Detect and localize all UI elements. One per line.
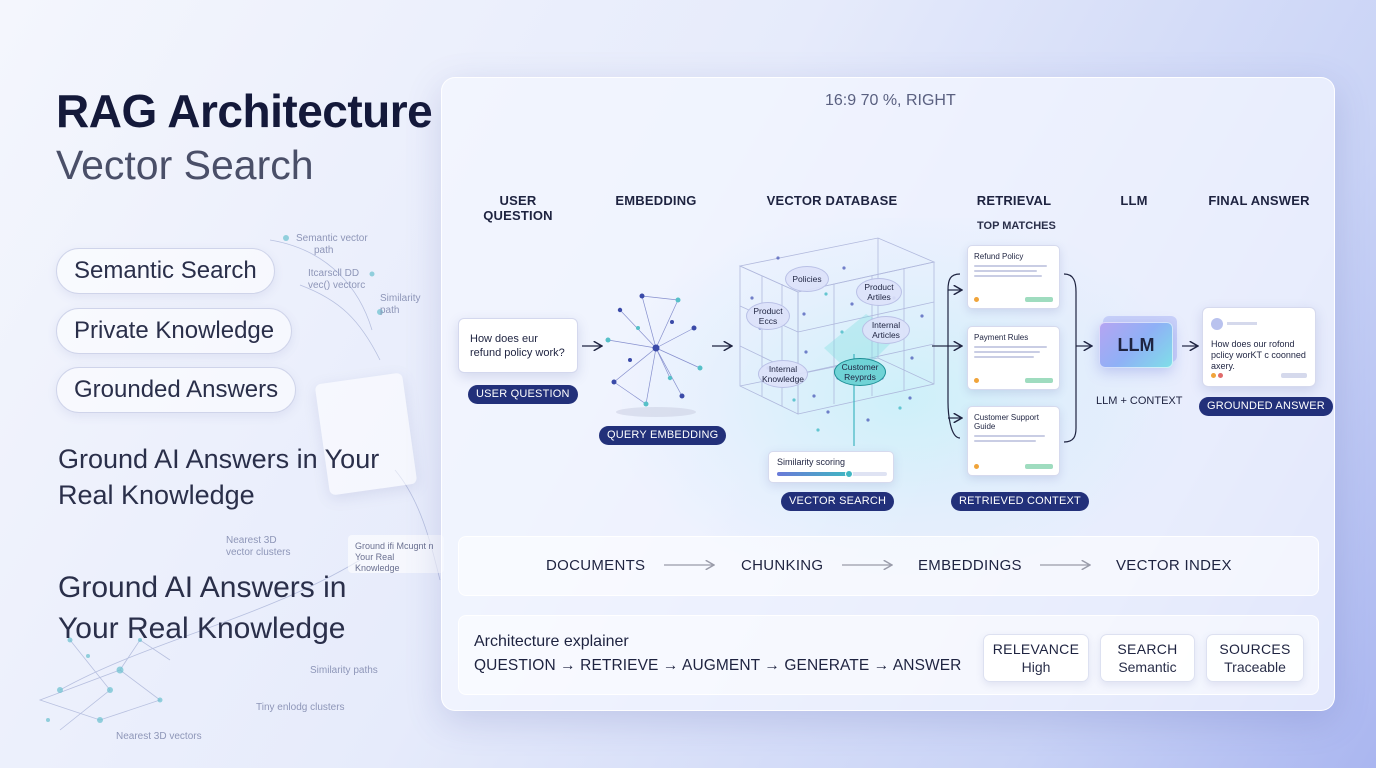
metric-value: Semantic [1118,659,1177,675]
stage-vector-database: VECTOR DATABASE [766,193,898,208]
similarity-bar-fill [777,472,849,476]
feature-pill-grounded-answers: Grounded Answers [56,367,297,413]
top-matches-label: TOP MATCHES [977,220,1056,232]
stage-final-answer: FINAL ANSWER [1208,193,1310,208]
bracket-to-docs [932,273,962,439]
answer-text: How does our rofond pclicy worKT c coonn… [1211,339,1306,371]
metric-label: SOURCES [1219,641,1291,657]
badge-retrieved-context: RETRIEVED CONTEXT [951,492,1089,511]
similarity-scoring-card: Similarity scoring [768,451,894,483]
similarity-label: Similarity scoring [777,457,846,467]
metric-value: Traceable [1224,659,1286,675]
metric-search: SEARCH Semantic [1100,634,1195,682]
cube-node-customer-reyprds: Customer Reyprds [834,358,886,386]
explainer-flow: QUESTION → RETRIEVE → AUGMENT → GENERATE… [474,657,962,674]
user-question-card: How does eur refund policy work? [458,318,578,373]
doc-title: Refund Policy [974,252,1024,261]
badge-user-question: USER QUESTION [468,385,578,404]
metric-label: SEARCH [1117,641,1178,657]
badge-query-embedding: QUERY EMBEDDING [599,426,727,445]
pipeline-step-embeddings: EMBEDDINGS [918,557,1022,574]
bg-label: Tiny enlodg clusters [256,702,345,713]
stage-retrieval: RETRIEVAL [976,193,1052,208]
ratio-label: 16:9 70 %, RIGHT [825,92,956,109]
retrieved-doc-payment-rules: Payment Rules [967,326,1060,390]
badge-grounded-answer: GROUNDED ANSWER [1199,397,1333,416]
doc-title: Customer Support Guide [974,413,1039,431]
metric-sources: SOURCES Traceable [1206,634,1304,682]
retrieved-doc-customer-support-guide: Customer Support Guide [967,406,1060,476]
metric-value: High [1021,659,1051,675]
ingestion-pipeline: DOCUMENTS CHUNKING EMBEDDINGS VECTOR IND… [458,536,1319,596]
pipeline-step-vector-index: VECTOR INDEX [1116,557,1232,574]
cube-node-internal-knowledge: Internal Knowledge [758,360,808,388]
retrieved-doc-refund-policy: Refund Policy [967,245,1060,309]
bg-label: Similarity paths [310,665,378,676]
badge-vector-search: VECTOR SEARCH [781,492,895,511]
cube-node-product-artiles: Product Artiles [856,278,902,306]
architecture-explainer: Architecture explainer QUESTION → RETRIE… [458,615,1319,695]
cube-node-policies: Policies [785,266,829,292]
bg-label: Nearest 3D vectors [116,731,202,742]
explainer-title: Architecture explainer [474,633,629,650]
panel-glow [622,218,1182,578]
page-title: RAG Architecture [56,85,433,137]
doc-title: Payment Rules [974,333,1029,342]
similarity-bar-knob [844,470,853,478]
page-subtitle: Vector Search [56,142,314,188]
final-answer-card: How does our rofond pclicy worKT c coonn… [1202,307,1316,387]
stage-llm: LLM [1120,193,1148,208]
llm-context-caption: LLM + CONTEXT [1096,395,1183,407]
feature-pill-semantic-search: Semantic Search [56,248,275,294]
pipeline-step-documents: DOCUMENTS [546,557,646,574]
cube-node-internal-articles: Internal Articles [862,316,910,344]
pipeline-step-chunking: CHUNKING [741,557,824,574]
feature-pill-private-knowledge: Private Knowledge [56,308,293,354]
metric-relevance: RELEVANCE High [983,634,1089,682]
stage-user-question: USER QUESTION [483,193,553,223]
answer-avatar-icon [1211,317,1223,330]
llm-box: LLM [1099,322,1173,368]
stage-embedding: EMBEDDING [615,193,697,208]
metric-label: RELEVANCE [992,641,1080,657]
bracket-to-llm [1063,273,1092,443]
architecture-panel: 16:9 70 %, RIGHT USER QUESTION EMBEDDING… [441,77,1335,711]
cube-node-product-eccs: Product Eccs [746,302,790,330]
similarity-bar [777,470,887,478]
